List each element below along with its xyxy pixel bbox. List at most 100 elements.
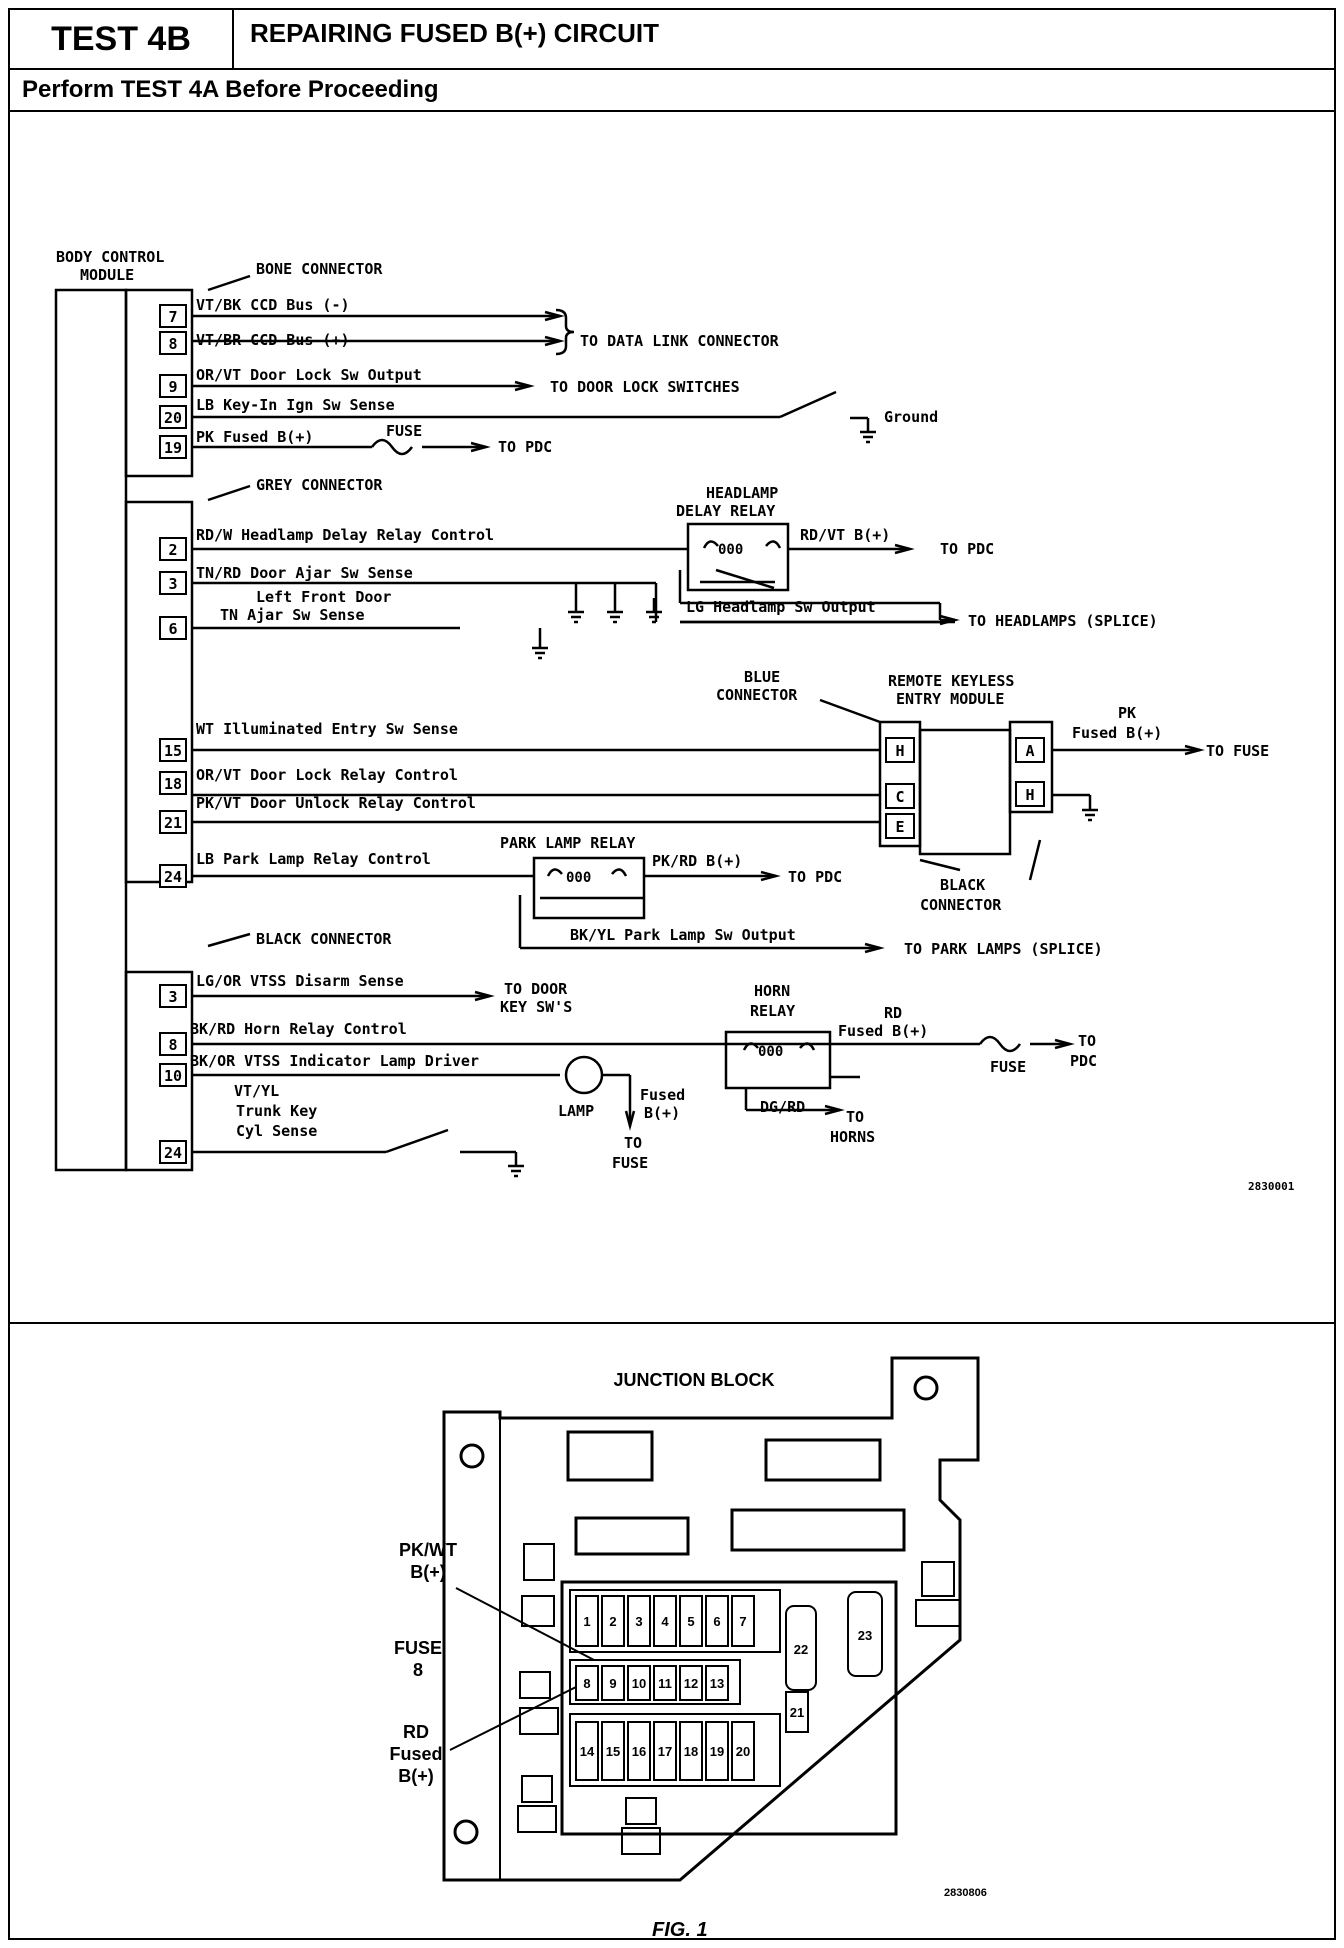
- test-title: REPAIRING FUSED B(+) CIRCUIT: [250, 18, 660, 48]
- pin-box: [159, 616, 187, 640]
- connector-label: GREY CONNECTOR: [256, 476, 383, 494]
- pin-box: [885, 813, 915, 839]
- destination-label: TO PDC: [788, 868, 842, 886]
- fuse-number: 19: [710, 1744, 724, 1759]
- destination-label: TO PDC: [498, 438, 552, 456]
- pin-box: [885, 783, 915, 809]
- black-connector-housing: [124, 970, 194, 1172]
- ground-icon: [568, 610, 584, 624]
- ground-icon: [607, 610, 623, 624]
- callout-label: RD: [403, 1722, 429, 1742]
- pin-number: 7: [168, 308, 177, 326]
- page-frame: TEST 4B REPAIRING FUSED B(+) CIRCUIT Per…: [8, 8, 1336, 1940]
- pin-box: [159, 1140, 187, 1164]
- rke-pin: E: [895, 818, 904, 836]
- relay-label: HEADLAMP: [706, 484, 778, 502]
- figure-code: 2830806: [944, 1887, 987, 1899]
- fuse-number: 9: [609, 1676, 616, 1691]
- destination-label: HORNS: [830, 1128, 875, 1146]
- pin-number: 19: [164, 439, 182, 457]
- relay-coil-icon: 000: [718, 542, 743, 558]
- fuse-slot: [731, 1595, 755, 1647]
- destination-label: TO PARK LAMPS (SPLICE): [904, 940, 1103, 958]
- pin-number: 6: [168, 620, 177, 638]
- relay-coil-icon: 000: [758, 1044, 783, 1060]
- ground-icon: [508, 1164, 524, 1178]
- wire-label: DG/RD: [760, 1098, 805, 1116]
- fuse-slot: [705, 1721, 729, 1781]
- fuse-number: 8: [583, 1676, 590, 1691]
- wire-label: Fused B(+): [1072, 724, 1162, 742]
- relay-socket: [523, 1543, 555, 1581]
- fuse-number: 16: [632, 1744, 646, 1759]
- rke-pin: A: [1025, 742, 1034, 760]
- pin-number: 10: [164, 1067, 182, 1085]
- wire-label: PK: [1118, 704, 1136, 722]
- fuse-slot: [679, 1721, 703, 1781]
- pin-box: [159, 738, 187, 762]
- relay-socket: [625, 1797, 657, 1825]
- fuse-number: 23: [858, 1628, 872, 1643]
- bcm-label: MODULE: [80, 266, 134, 284]
- wire-label: LB Key-In Ign Sw Sense: [196, 396, 395, 414]
- fuse-number: 6: [713, 1614, 720, 1629]
- pin-box: [159, 537, 187, 561]
- subtitle-bar: Perform TEST 4A Before Proceeding: [10, 70, 1334, 112]
- fuse-slot: [627, 1721, 651, 1781]
- connector-label: BLACK: [940, 876, 985, 894]
- fuse-slot: [575, 1721, 599, 1781]
- pin-box: [159, 771, 187, 795]
- wire-label: PK/VT Door Unlock Relay Control: [196, 794, 476, 812]
- destination-label: TO HEADLAMPS (SPLICE): [968, 612, 1158, 630]
- junction-block-outline: [442, 1356, 980, 1882]
- pin-number: 8: [168, 1036, 177, 1054]
- pin-number: 3: [168, 988, 177, 1006]
- wire-label: Trunk Key: [236, 1102, 317, 1120]
- mounting-hole: [453, 1819, 479, 1845]
- fuse-number: 4: [661, 1614, 669, 1629]
- connector-label: CONNECTOR: [716, 686, 798, 704]
- fuse-panel: [560, 1580, 898, 1836]
- wire-label: RD: [884, 1004, 902, 1022]
- pin-number: 21: [164, 814, 182, 832]
- pin-number: 8: [168, 335, 177, 353]
- connector-label: CONNECTOR: [920, 896, 1002, 914]
- rke-pin: H: [1025, 786, 1034, 804]
- pin-number: 20: [164, 409, 182, 427]
- rke-pin: H: [895, 742, 904, 760]
- fuse-slot: [653, 1595, 677, 1647]
- wire-label: BK/YL Park Lamp Sw Output: [570, 926, 796, 944]
- ground-icon: [532, 646, 548, 660]
- relay-socket: [915, 1599, 961, 1627]
- pin-number: 24: [164, 868, 182, 886]
- wire-label: PK Fused B(+): [196, 428, 313, 446]
- relay-socket: [517, 1805, 557, 1833]
- pin-box: [159, 331, 187, 355]
- black-connector-block: [1008, 720, 1054, 814]
- wire-label: Left Front Door: [256, 588, 391, 606]
- fuse-number: 1: [583, 1614, 590, 1629]
- pin-box: [885, 737, 915, 763]
- fuse-slot: [705, 1595, 729, 1647]
- pin-number: 2: [168, 541, 177, 559]
- fuse-slot: [601, 1665, 625, 1701]
- wire-label: OR/VT Door Lock Sw Output: [196, 366, 422, 384]
- wire-label: VT/YL: [234, 1082, 279, 1100]
- destination-label: PDC: [1070, 1052, 1097, 1070]
- pin-box: [159, 304, 187, 328]
- connector-label: BLUE: [744, 668, 780, 686]
- fuse-slot: [679, 1595, 703, 1647]
- destination-label: TO DOOR LOCK SWITCHES: [550, 378, 740, 396]
- fuse-number: 2: [609, 1614, 616, 1629]
- fuse-slot: [575, 1595, 599, 1647]
- relay-coil-icon: 000: [566, 870, 591, 886]
- relay-label: RELAY: [750, 1002, 795, 1020]
- junction-block-title: JUNCTION BLOCK: [614, 1370, 775, 1390]
- wire-label: RD/VT B(+): [800, 526, 890, 544]
- rke-pin: C: [895, 788, 904, 806]
- destination-label: TO DATA LINK CONNECTOR: [580, 332, 780, 350]
- connector-socket: [566, 1430, 654, 1482]
- fuse-number: 15: [606, 1744, 620, 1759]
- fuse-slot: [731, 1721, 755, 1781]
